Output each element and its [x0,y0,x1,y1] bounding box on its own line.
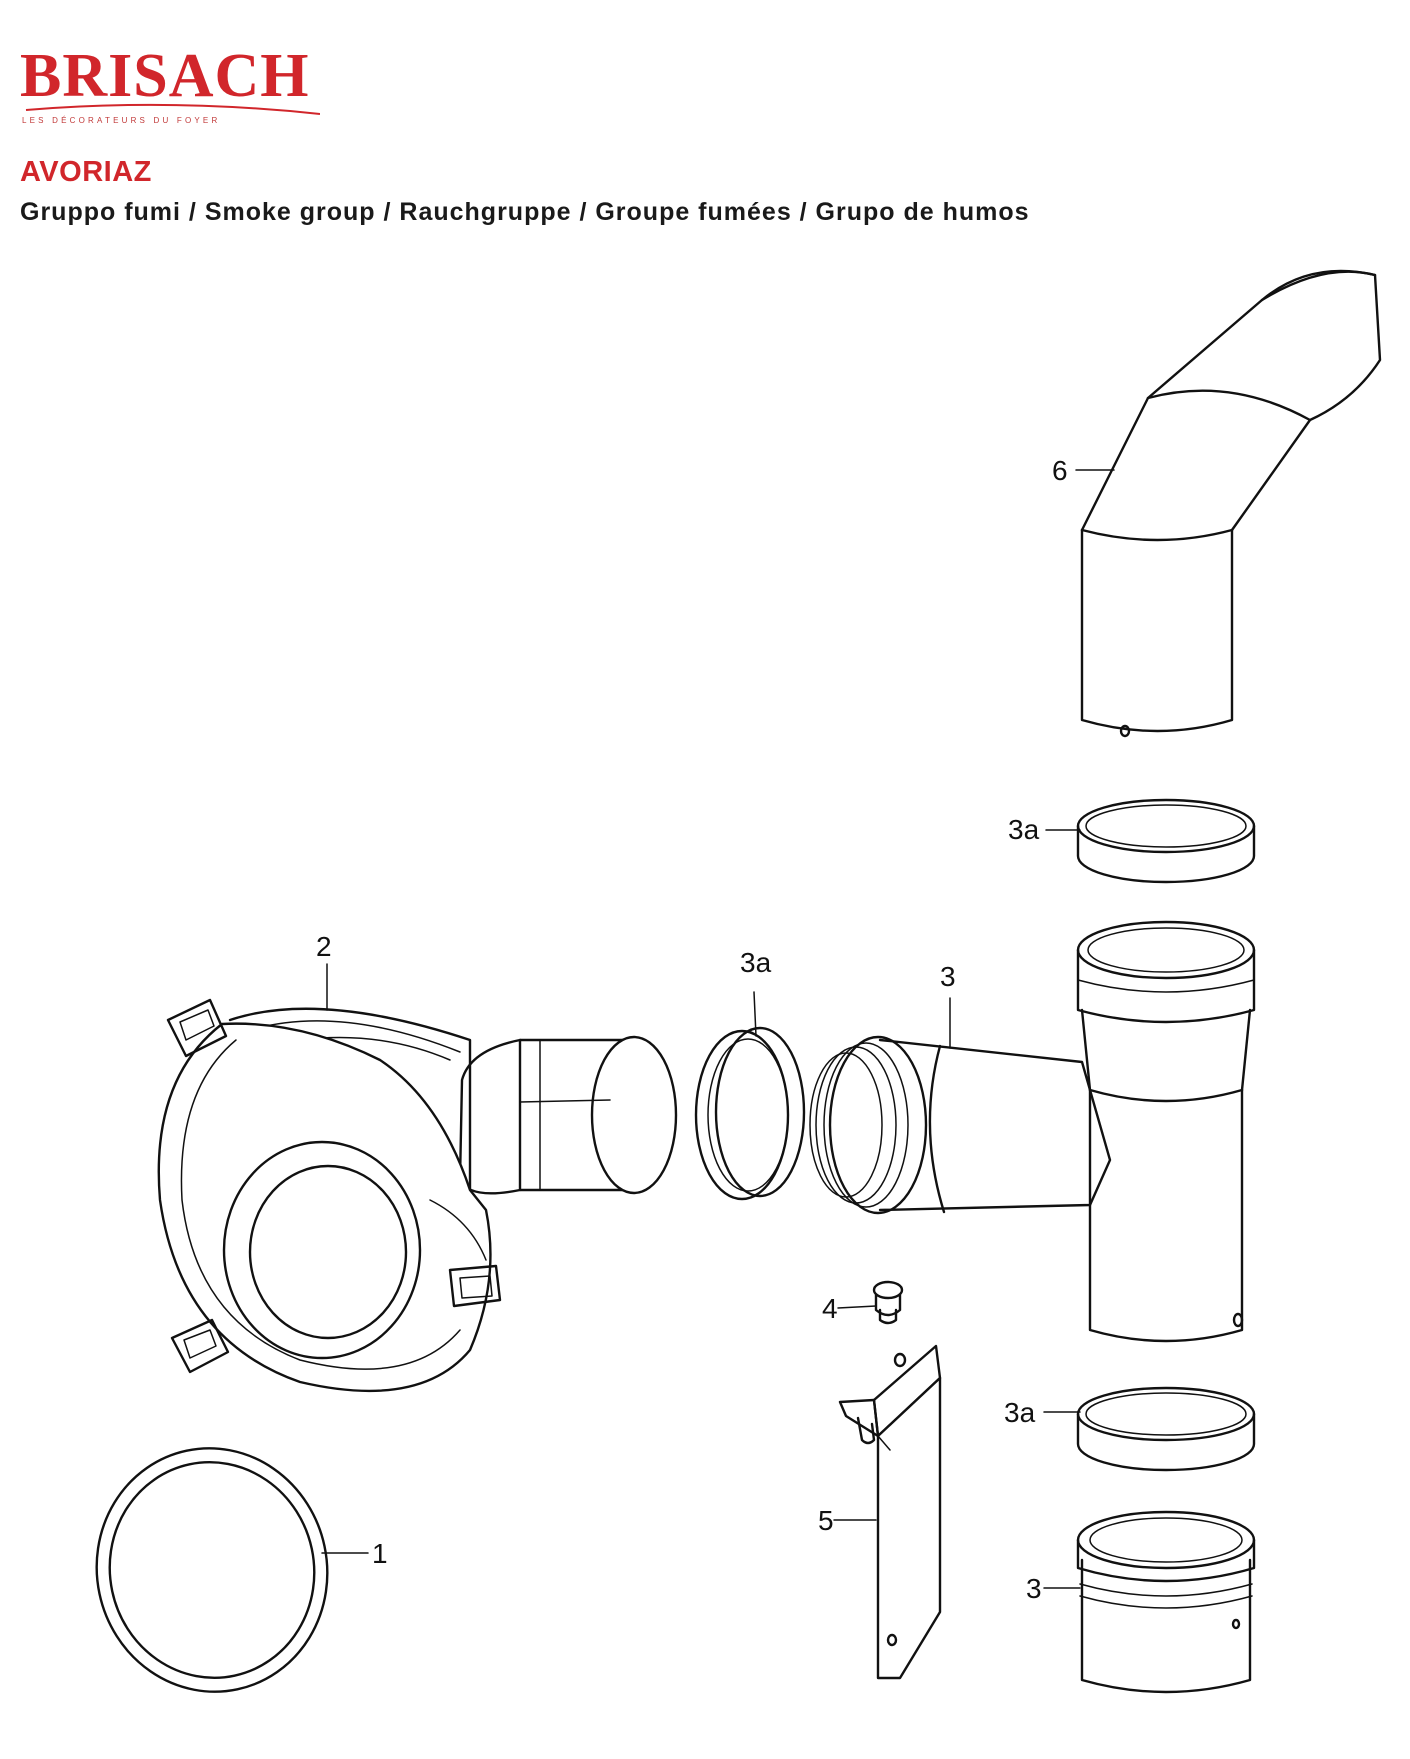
brand-logo-swoosh [25,103,320,115]
part-1-gasket [95,1447,329,1693]
part-4-plug [872,1280,904,1325]
callout-3a-top: 3a [1008,814,1040,845]
part-5-bracket [838,1344,942,1680]
part-3a-ring-top [1076,798,1256,884]
brand-tagline: LES DÉCORATEURS DU FOYER [22,116,221,125]
leader-lines [321,469,1115,1589]
part-2-fan [157,998,678,1393]
callout-2: 2 [316,931,332,962]
page-title: AVORIAZ [20,156,152,188]
callout-3a-mid: 3a [740,947,772,978]
part-3-lower-socket [1076,1510,1256,1694]
callout-6: 6 [1052,455,1068,486]
callout-5: 5 [818,1505,834,1536]
page-subtitle: Gruppo fumi / Smoke group / Rauchgruppe … [20,198,1030,226]
brand-logo: BRISACH LES DÉCORATEURS DU FOYER [20,40,320,130]
callout-3-lower: 3 [1026,1573,1042,1604]
part-3-tee [809,920,1256,1343]
part-6-elbow [1080,269,1382,738]
part-3a-ring-mid [694,1026,806,1201]
callout-4: 4 [822,1293,838,1324]
part-3a-ring-low [1076,1386,1256,1472]
brand-logo-wordmark: BRISACH [20,42,310,110]
callout-3-tee: 3 [940,961,956,992]
callout-1: 1 [372,1538,388,1569]
callout-3a-low: 3a [1004,1397,1036,1428]
